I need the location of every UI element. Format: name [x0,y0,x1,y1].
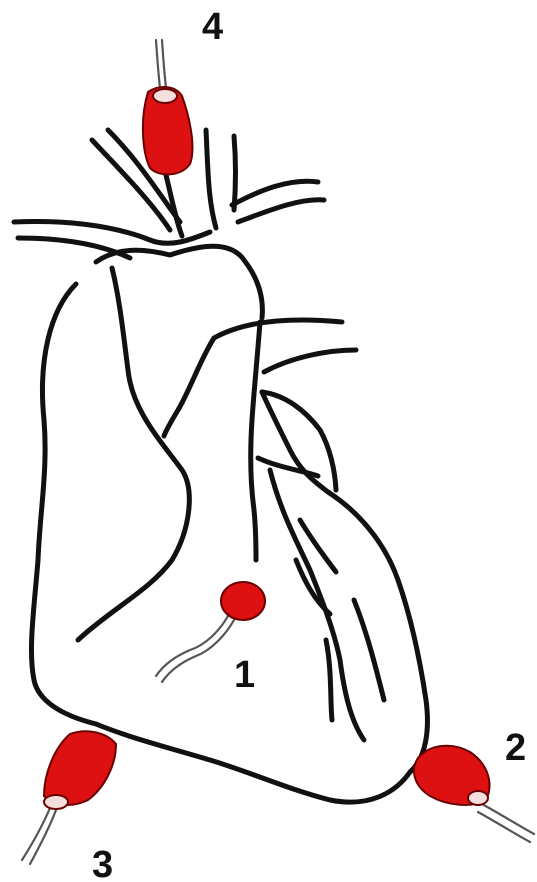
electrode-1-wire-2 [162,620,234,682]
electrode-3-cap [44,795,68,809]
heart-outline [14,130,427,802]
electrode-4-wire-2 [162,40,166,88]
right-arch-vessel [234,136,236,210]
right-atrium-outline [31,284,96,724]
central-vessel-right [206,130,216,228]
electrode-2-cap [468,791,488,805]
electrode-3-wire-2 [30,810,56,864]
pulmonary-branch [264,350,356,372]
electrode-3-body [44,731,116,805]
electrode-1-body [221,582,265,620]
electrode-1-wire [156,616,228,676]
electrode-3-label: 3 [92,846,113,882]
electrode-4-cap [153,89,177,103]
septum-line [251,322,260,560]
electrode-2-label: 2 [505,729,526,767]
left-ventricle-outline [262,392,427,772]
coronary-vessel-4 [326,640,332,720]
electrode-4-label: 4 [202,8,223,46]
coronary-vessel-5 [354,600,384,700]
electrode-1-label: 1 [234,656,255,694]
electrode-4-wire [156,40,160,88]
ascending-aorta-right [164,338,214,436]
ascending-aorta-left [78,268,189,640]
coronary-vessel-3 [296,560,330,614]
pulmonary-trunk [214,320,342,338]
electrode-4 [143,40,193,174]
right-head-vessel-lower [238,200,324,222]
